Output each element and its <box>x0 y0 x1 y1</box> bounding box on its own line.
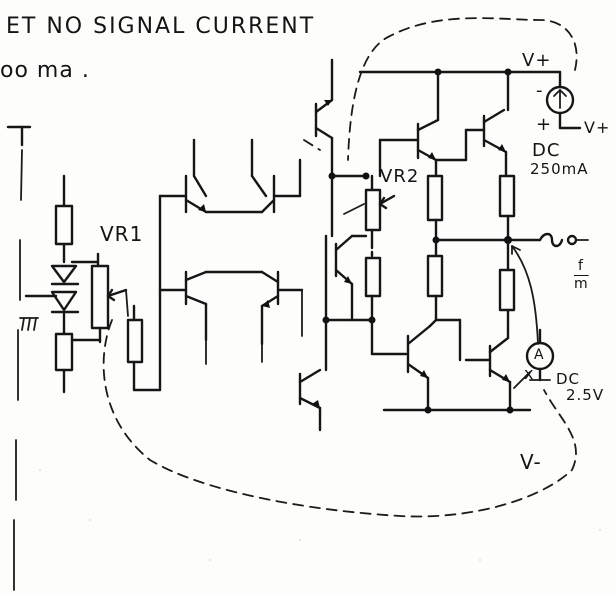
paper-noise <box>39 469 601 561</box>
vplus-meter-label: V+ <box>584 118 611 137</box>
dc-bottom-label: DC <box>556 370 581 388</box>
note-line-1: ET NO SIGNAL CURRENT <box>6 14 316 39</box>
meter-plus-label: + <box>536 114 553 135</box>
vr1-label: VR1 <box>100 222 144 246</box>
negative-rail <box>382 406 532 414</box>
left-rail <box>6 125 32 591</box>
load-symbol <box>538 232 589 248</box>
vplus-rail-label: V+ <box>522 50 552 71</box>
vminus-label: V- <box>520 450 542 474</box>
top-ammeter <box>545 70 582 130</box>
diff-pair-upper <box>158 138 302 392</box>
meter-minus-label: - <box>536 80 544 101</box>
load-ground-label: m <box>574 276 589 292</box>
output-node <box>432 236 542 244</box>
lower-output-stage <box>370 238 516 412</box>
bias-chain <box>19 174 102 394</box>
input-resistor <box>126 304 162 392</box>
bottom-voltmeter <box>525 328 555 382</box>
dc-top-label: DC <box>532 140 561 161</box>
note-line-2: oo ma . <box>0 58 90 83</box>
vr2-potentiometer <box>343 174 396 356</box>
vr1-potentiometer <box>90 252 129 344</box>
marker-x: x <box>524 364 535 383</box>
voltage-bottom-label: 2.5V <box>566 386 605 404</box>
diff-pair-lower <box>158 270 304 365</box>
vr2-label: VR2 <box>380 166 420 187</box>
current-top-label: 250mA <box>530 160 589 178</box>
probe-arrows <box>511 245 539 389</box>
load-f-label: f <box>578 258 584 274</box>
dashed-feedback <box>102 17 578 518</box>
vas-stage <box>298 58 376 432</box>
upper-output-stage <box>378 70 516 242</box>
meter-bottom-symbol: A <box>534 347 545 363</box>
